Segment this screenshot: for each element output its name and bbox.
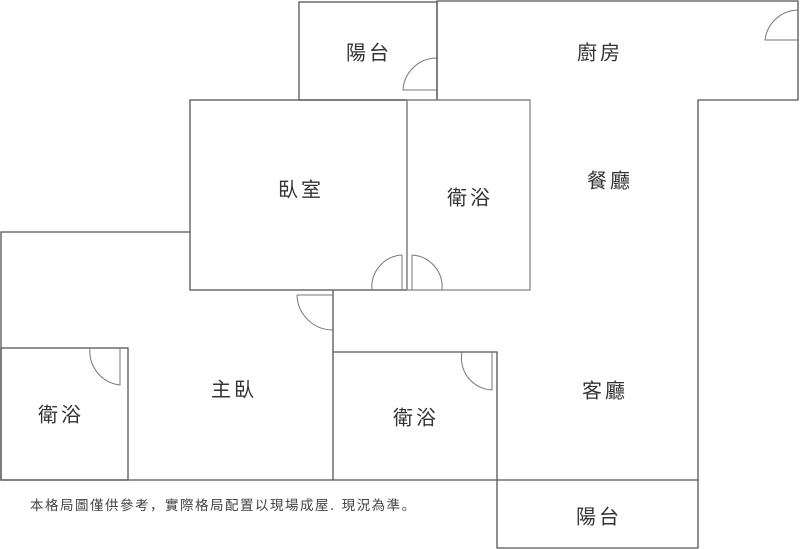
room-label-kitchen: 廚房 <box>577 40 623 65</box>
door-master <box>296 294 334 331</box>
room-label-bath-center: 衛浴 <box>447 185 493 210</box>
bath-center-wall <box>406 99 531 291</box>
door-kitchen <box>764 9 799 41</box>
room-label-dining: 餐廳 <box>587 168 633 193</box>
doors <box>89 9 799 391</box>
disclaimer-note: 本格局圖僅供參考，實際格局配置以現場成屋. 現況為準。 <box>30 498 417 514</box>
bath-left-wall <box>0 347 129 481</box>
master-outer-wall <box>0 231 698 481</box>
room-label-balcony-bottom: 陽台 <box>576 504 622 529</box>
room-label-bath-middle: 衛浴 <box>393 405 439 430</box>
room-label-balcony-top: 陽台 <box>346 40 392 65</box>
door-bath-left <box>89 347 121 386</box>
room-label-master-bedroom: 主臥 <box>211 377 257 402</box>
room-label-bedroom: 臥室 <box>278 177 324 202</box>
room-label-bath-left: 衛浴 <box>38 402 84 427</box>
door-balcony-top <box>402 57 438 91</box>
door-bath-middle <box>460 351 493 391</box>
room-label-living: 客廳 <box>582 378 628 403</box>
bath-middle-wall <box>333 351 498 480</box>
outer-right-wall <box>436 0 799 549</box>
door-bath-center <box>411 254 443 291</box>
door-bedroom <box>371 254 403 291</box>
